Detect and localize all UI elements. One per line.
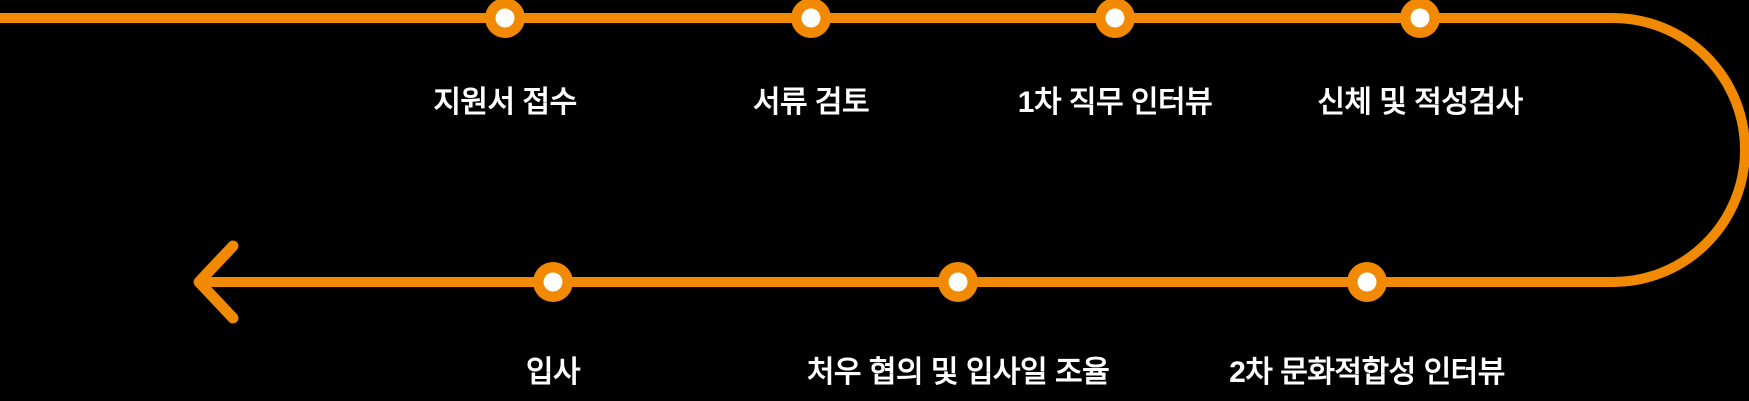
step-node-first-job-interview <box>1095 0 1135 38</box>
step-nodes <box>485 0 1440 302</box>
step-label-application-submission: 지원서 접수 <box>433 86 577 119</box>
step-label-joining: 입사 <box>525 356 581 389</box>
node-inner-dot <box>801 8 821 28</box>
step-node-physical-aptitude-test <box>1400 0 1440 38</box>
node-inner-dot <box>1410 8 1430 28</box>
step-label-document-review: 서류 검토 <box>752 86 870 119</box>
step-node-second-culture-fit-interview <box>1347 262 1387 302</box>
step-label-offer-negotiation: 처우 협의 및 입사일 조율 <box>806 356 1110 389</box>
step-label-physical-aptitude-test: 신체 및 적성검사 <box>1317 86 1523 119</box>
step-label-first-job-interview: 1차 직무 인터뷰 <box>1017 86 1213 119</box>
step-node-document-review <box>791 0 831 38</box>
step-node-offer-negotiation <box>938 262 978 302</box>
flow-line <box>0 13 1749 287</box>
node-inner-dot <box>495 8 515 28</box>
node-inner-dot <box>1105 8 1125 28</box>
node-inner-dot <box>543 272 563 292</box>
node-inner-dot <box>948 272 968 292</box>
step-node-joining <box>533 262 573 302</box>
arrow-left-icon <box>193 240 239 324</box>
node-inner-dot <box>1357 272 1377 292</box>
step-node-application-submission <box>485 0 525 38</box>
step-label-second-culture-fit-interview: 2차 문화적합성 인터뷰 <box>1229 356 1505 389</box>
